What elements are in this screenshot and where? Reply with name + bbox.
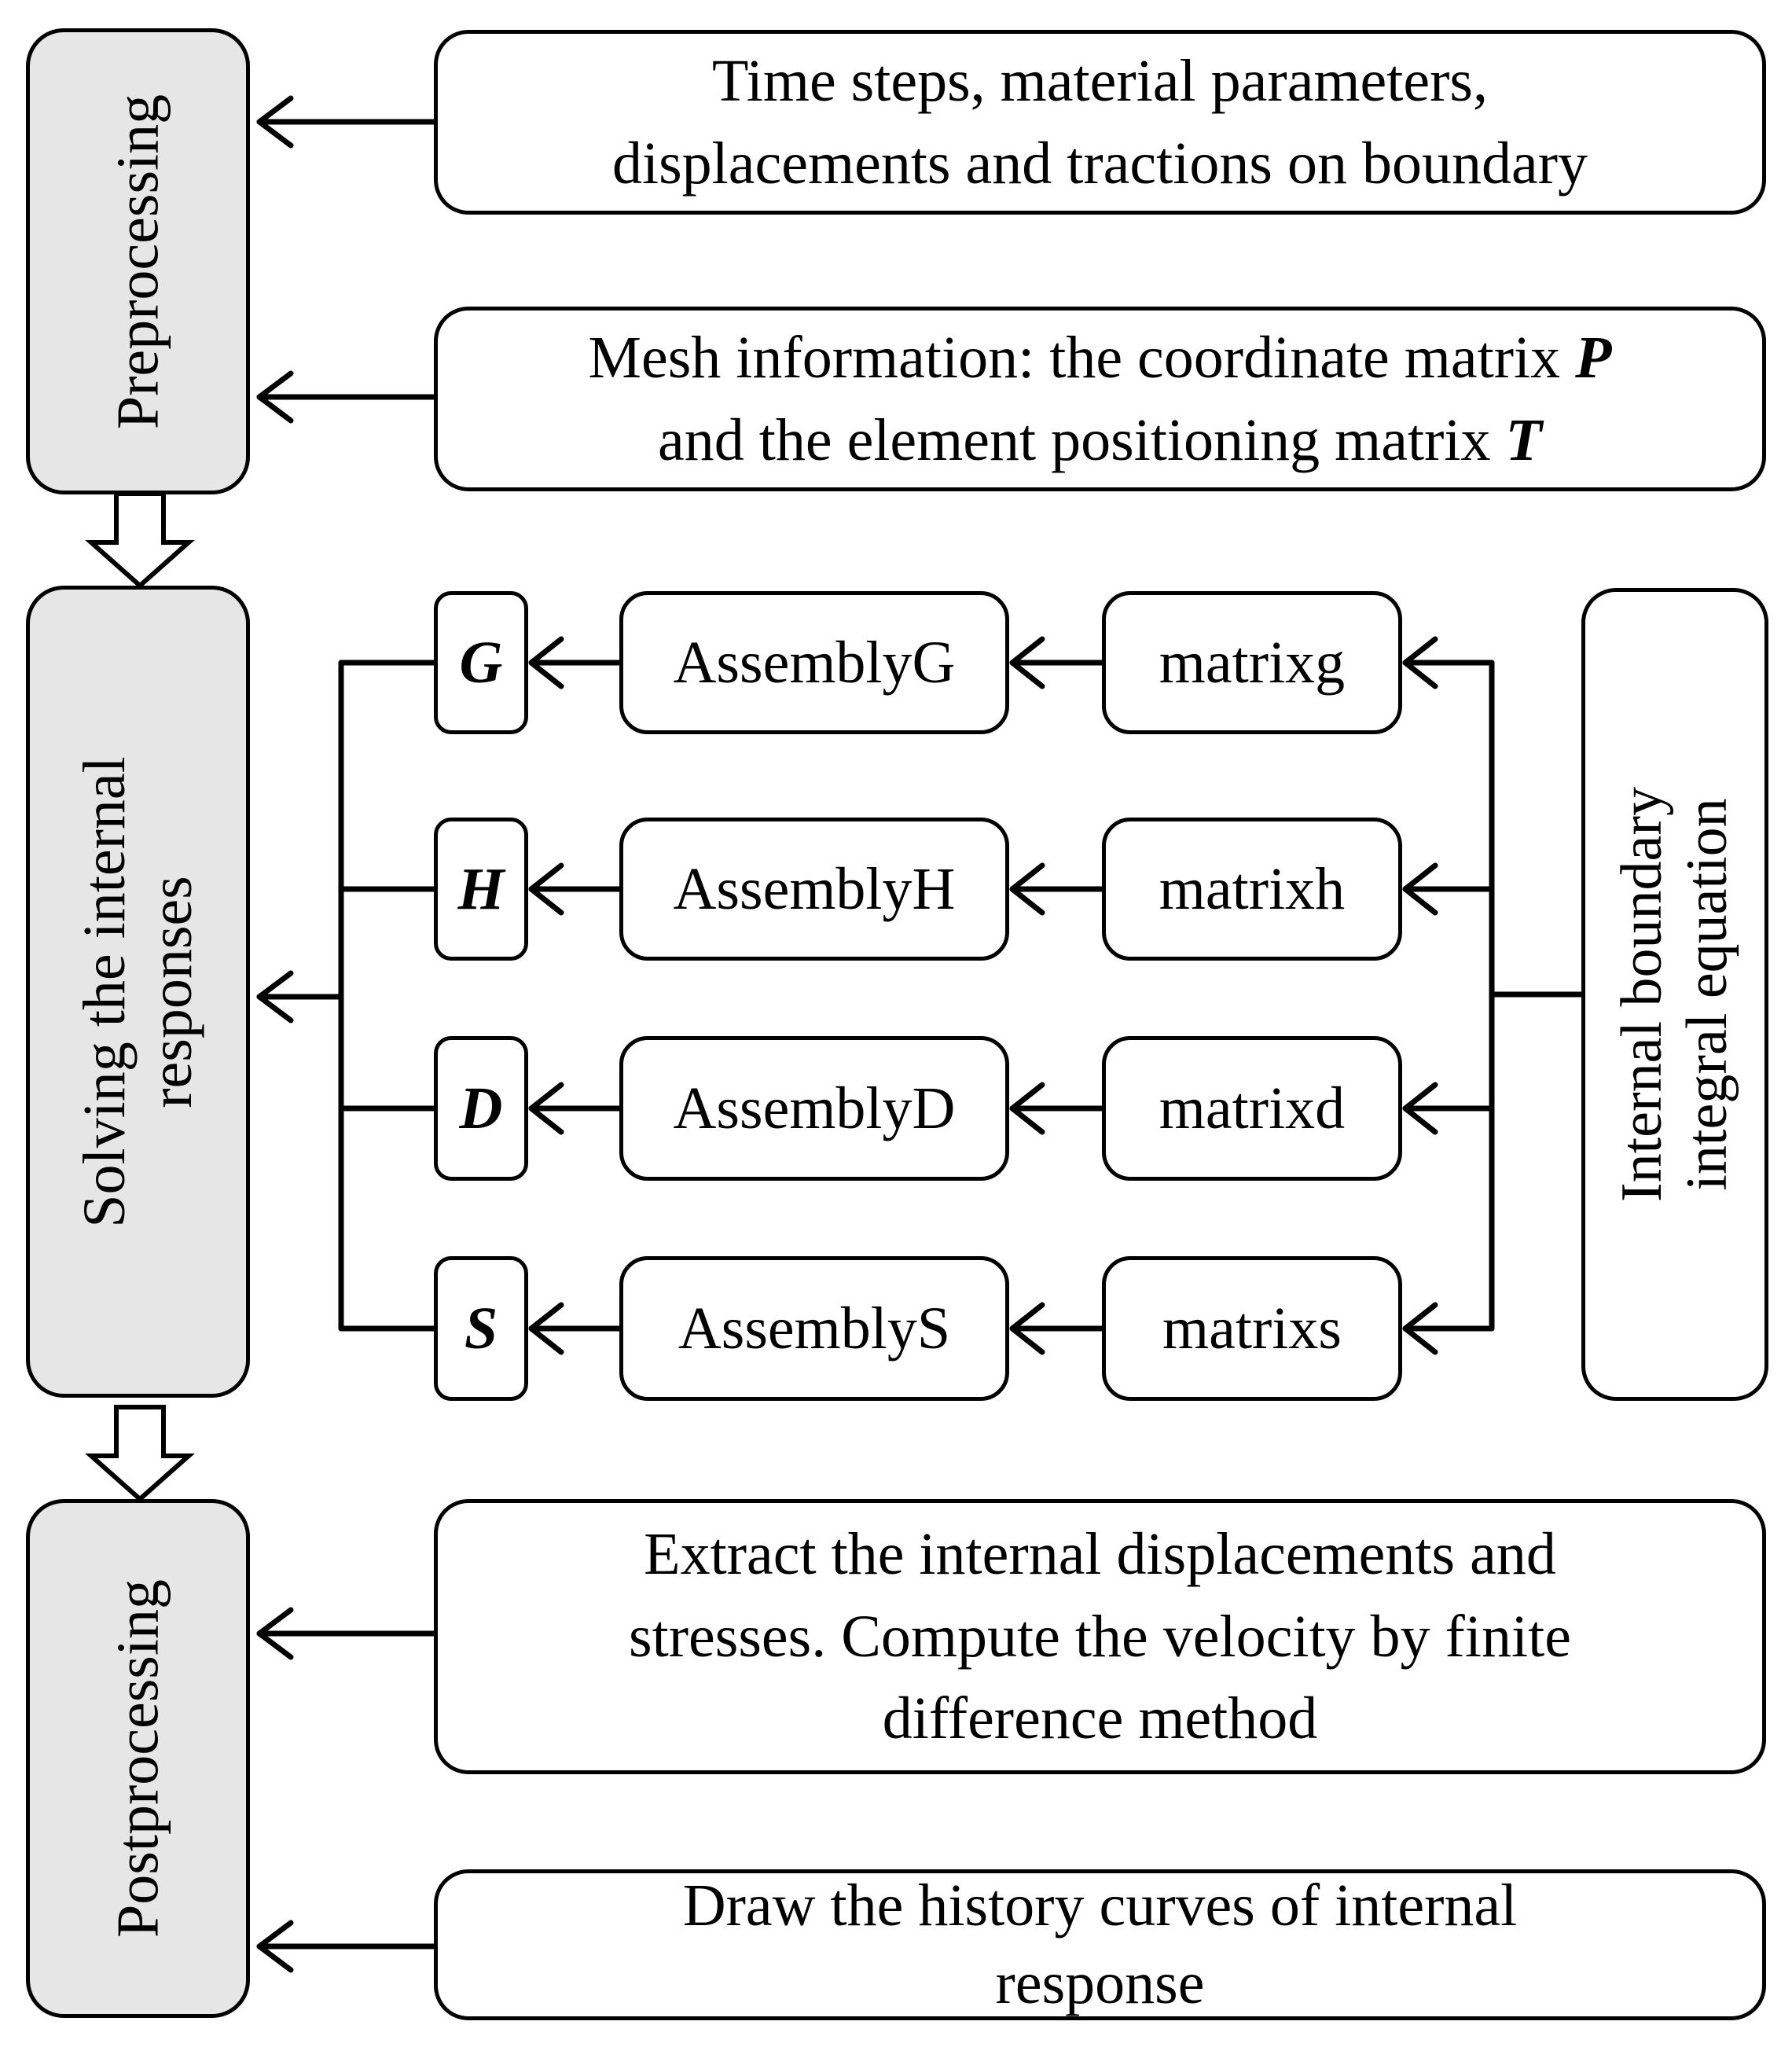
matrixg-box: matrixg — [1102, 591, 1402, 734]
time-steps-box: Time steps, material parameters, displac… — [434, 30, 1766, 215]
draw-history-line1: Draw the history curves of internal — [682, 1872, 1518, 1939]
mesh-info-line2-text: and the element positioning matrix — [658, 406, 1491, 473]
postprocessing-label: Postprocessing — [104, 1579, 171, 1938]
matrixs-box: matrixs — [1102, 1256, 1402, 1401]
assembly-d-box: AssemblyD — [619, 1036, 1009, 1181]
mesh-info-line1-text: Mesh information: the coordinate matrix — [588, 324, 1561, 391]
draw-history-line2: response — [995, 1950, 1205, 2016]
time-steps-line1: Time steps, material parameters, — [711, 47, 1489, 114]
solving-label: Solving the internal responses — [71, 756, 204, 1227]
matrixd-box: matrixd — [1102, 1036, 1402, 1181]
integral-equation-box: Internal boundary integral equation — [1581, 588, 1768, 1401]
matrix-h-box: H — [434, 818, 528, 961]
mesh-info-line1: Mesh information: the coordinate matrix … — [588, 317, 1611, 399]
coordinate-matrix-symbol: P — [1575, 324, 1612, 391]
matrix-d-box: D — [434, 1036, 528, 1181]
assembly-h-box: AssemblyH — [619, 818, 1009, 961]
extract-results-line1: Extract the internal displacements and — [644, 1520, 1556, 1587]
postprocessing-stage: Postprocessing — [26, 1499, 250, 2018]
preprocessing-label: Preprocessing — [104, 94, 171, 429]
mesh-info-line2: and the element positioning matrix T — [658, 399, 1542, 482]
matrixh-box: matrixh — [1102, 818, 1402, 961]
flow-arrow-solve-to-post — [85, 1405, 195, 1503]
extract-results-line2: stresses. Compute the velocity by finite — [629, 1603, 1571, 1670]
integral-equation-line2: integral equation — [1675, 798, 1739, 1191]
integral-equation-label: Internal boundary integral equation — [1610, 787, 1740, 1202]
assembly-g-box: AssemblyG — [619, 591, 1009, 734]
extract-results-box: Extract the internal displacements and s… — [434, 1499, 1766, 1774]
extract-results-line3: difference method — [882, 1685, 1318, 1752]
mesh-info-box: Mesh information: the coordinate matrix … — [434, 307, 1766, 491]
matrix-g-box: G — [434, 591, 528, 734]
preprocessing-stage: Preprocessing — [26, 28, 250, 494]
element-positioning-matrix-symbol: T — [1505, 406, 1542, 473]
assembly-s-box: AssemblyS — [619, 1256, 1009, 1401]
matrix-s-box: S — [434, 1256, 528, 1401]
draw-history-box: Draw the history curves of internal resp… — [434, 1869, 1766, 2020]
time-steps-line2: displacements and tractions on boundary — [611, 130, 1588, 197]
solving-label-line2: responses — [138, 875, 204, 1108]
integral-equation-line1: Internal boundary — [1610, 786, 1675, 1203]
solving-stage: Solving the internal responses — [26, 586, 250, 1398]
flow-arrow-pre-to-solve — [85, 491, 195, 590]
solving-label-line1: Solving the internal — [71, 755, 138, 1228]
